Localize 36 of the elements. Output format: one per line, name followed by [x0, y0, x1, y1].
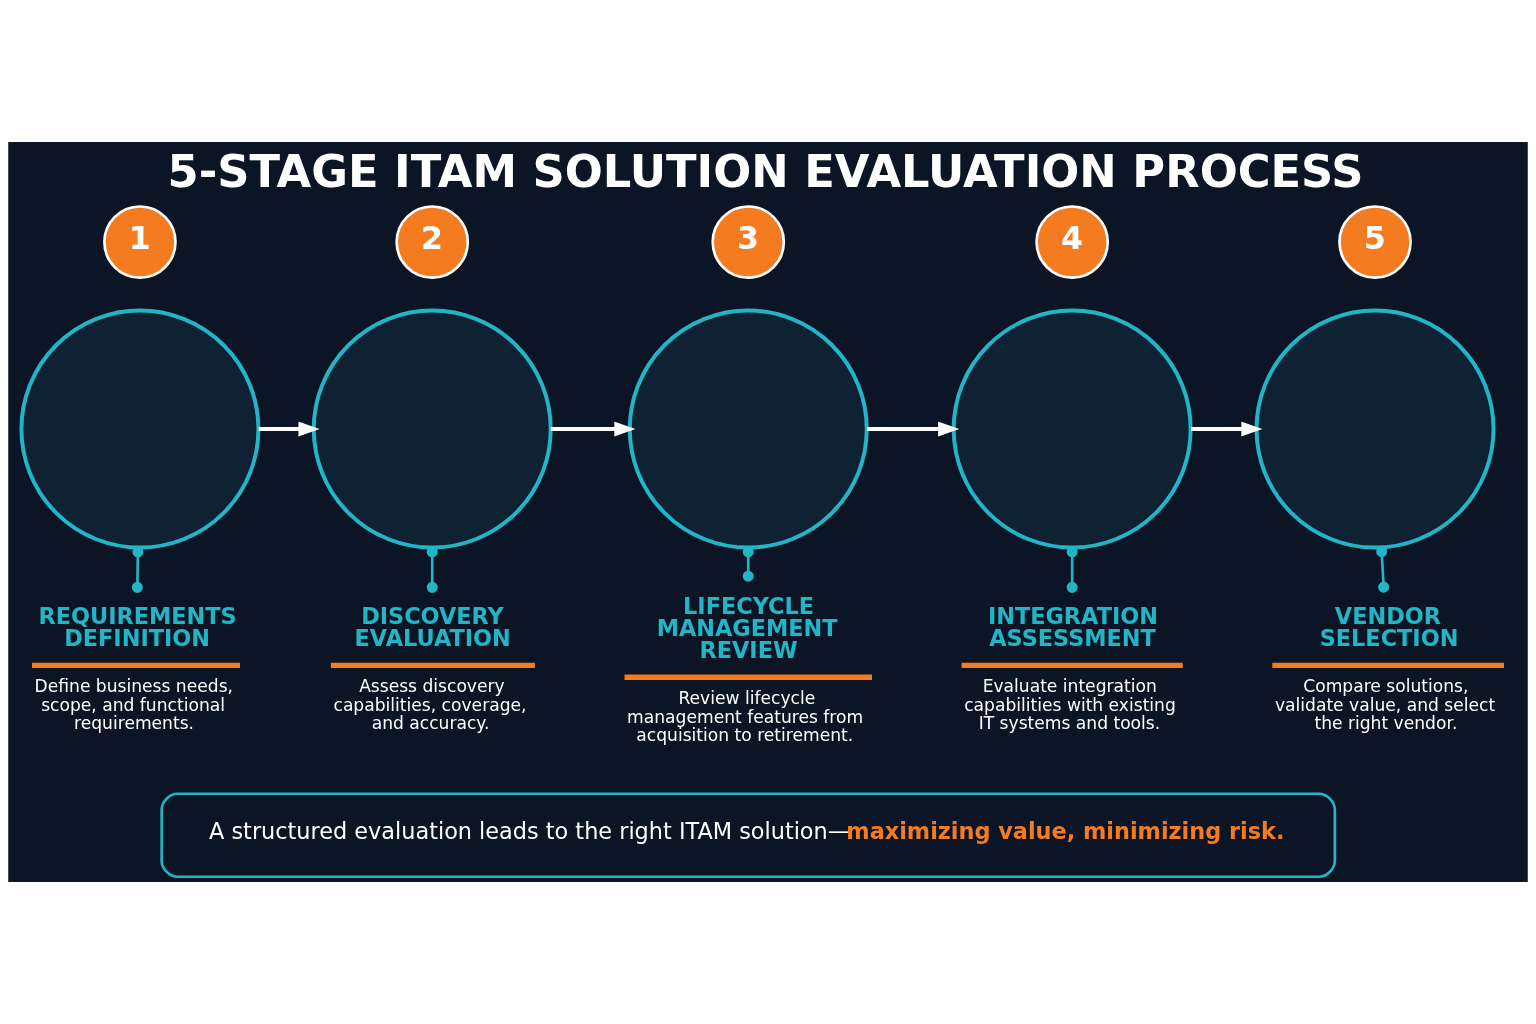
node-circle [1254, 308, 1496, 550]
arrow [550, 421, 636, 437]
node-label: Review lifecycle management features from acquisition to retirement. [627, 688, 864, 745]
arrow [867, 421, 960, 437]
connector [742, 546, 754, 582]
node-label: REQUIREMENTS DEFINITION [38, 603, 237, 652]
node-label: LIFECYCLE MANAGEMENT REVIEW [656, 592, 838, 664]
node-label: Evaluate integration capabilities with existing IT systems and tools. [964, 676, 1176, 734]
node-label: Compare solutions, validate value, and select the right vendor. [1274, 676, 1496, 734]
node-circle [311, 308, 553, 550]
node-label: Define business needs, scope, and functional requirements. [34, 676, 233, 734]
node-box [330, 662, 535, 669]
node-circle: 2 [395, 205, 470, 279]
node-circle: 4 [1035, 205, 1110, 279]
diagram-title: 5-STAGE ITAM SOLUTION EVALUATION PROCESS [167, 145, 1364, 199]
node-circle: 5 [1338, 205, 1412, 279]
node-label: Assess discovery capabilities, coverage, and accuracy. [333, 676, 527, 734]
node-circle: 1 [103, 205, 177, 279]
node-box [961, 662, 1183, 669]
node-box: A structured evaluation leads to the right ITAM solution—maximizing value, minimizing risk. [160, 792, 1337, 879]
node-box [31, 662, 240, 669]
connector [426, 546, 438, 593]
node-box [1272, 662, 1505, 669]
connector [1376, 546, 1390, 593]
arrow [258, 421, 320, 437]
node-box [624, 674, 872, 680]
node-circle [19, 308, 261, 550]
node-label: VENDOR SELECTION [1319, 603, 1459, 652]
node-label: INTEGRATION ASSESSMENT [987, 603, 1158, 652]
node-circle [951, 308, 1193, 550]
node-circle [627, 308, 869, 550]
arrow [1191, 421, 1263, 437]
connector [1066, 546, 1078, 593]
connector [131, 546, 144, 593]
node-circle: 3 [711, 205, 786, 279]
node-label: DISCOVERY EVALUATION [354, 603, 511, 652]
